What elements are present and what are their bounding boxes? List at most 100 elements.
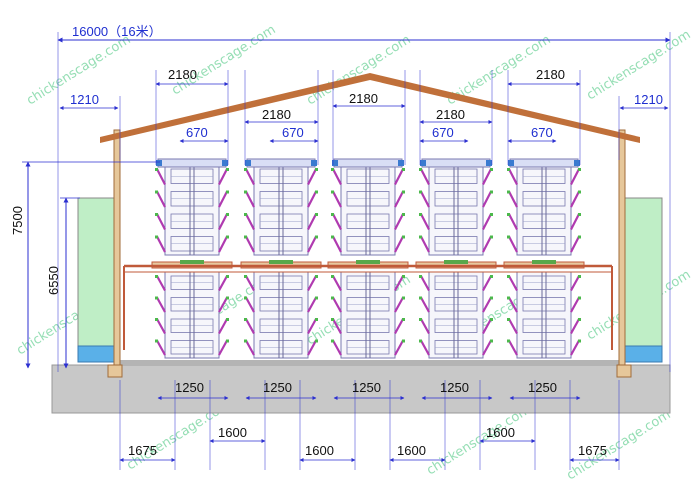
side-margin-label: 1210 [634, 92, 663, 107]
total-height-label: 7500 [10, 206, 25, 235]
feed-cart-motor [486, 160, 492, 166]
feeder-tip [507, 339, 510, 343]
egg-trough [245, 168, 255, 186]
cage-width-label: 1250 [352, 380, 381, 395]
egg-trough [394, 213, 404, 231]
egg-trough [420, 318, 430, 335]
feeder-tip [315, 235, 318, 239]
cage-stack [340, 271, 396, 359]
feeder-tip [490, 275, 493, 278]
egg-trough [332, 235, 342, 253]
egg-trough [307, 339, 317, 356]
feeder-tip [402, 168, 405, 171]
egg-trough [420, 213, 430, 231]
bottom-label: 1675 [128, 443, 157, 458]
egg-trough [307, 190, 317, 208]
feeder-tip [402, 235, 405, 239]
overall-width-label: 16000（16米） [72, 24, 162, 39]
egg-trough [508, 168, 518, 186]
feeder-tip [490, 168, 493, 171]
feeder-tip [402, 190, 405, 194]
egg-trough [218, 318, 228, 335]
egg-trough [332, 213, 342, 231]
cooling-pad-left [77, 197, 117, 349]
egg-trough [218, 275, 228, 292]
feeder-tip [419, 339, 422, 343]
egg-trough [394, 318, 404, 335]
egg-trough [482, 190, 492, 208]
feeder-tip [155, 168, 158, 171]
egg-trough [508, 213, 518, 231]
egg-trough [245, 275, 255, 292]
egg-trough [482, 213, 492, 231]
egg-trough [570, 235, 580, 253]
small-gap-label: 670 [531, 125, 553, 140]
egg-trough [156, 168, 166, 186]
cage-group [151, 158, 233, 359]
feed-cart-motor [420, 160, 426, 166]
egg-trough [245, 339, 255, 356]
egg-trough [482, 339, 492, 356]
feeder-tip [244, 339, 247, 343]
feeder-tip [490, 190, 493, 194]
egg-trough [245, 190, 255, 208]
egg-trough [218, 296, 228, 313]
egg-trough [332, 168, 342, 186]
feeder-tip [490, 235, 493, 239]
egg-trough [156, 318, 166, 335]
feeder-tip [507, 190, 510, 194]
feeder-tip [315, 318, 318, 321]
egg-trough [570, 190, 580, 208]
egg-trough [570, 296, 580, 313]
feed-cart-motor [245, 160, 251, 166]
feeder-tip [331, 296, 334, 300]
cage-width-label: 1250 [440, 380, 469, 395]
egg-trough [332, 296, 342, 313]
mid-hopper [269, 260, 293, 264]
feeder-tip [578, 168, 581, 171]
egg-trough [570, 168, 580, 186]
feeder-tip [419, 190, 422, 194]
feeder-tip [155, 296, 158, 300]
mid-hopper [444, 260, 468, 264]
cage-stack [428, 271, 484, 359]
top-spacing-label: 2180 [262, 107, 291, 122]
feeder-tip [507, 213, 510, 216]
feed-cart-motor [574, 160, 580, 166]
feeder-tip [419, 296, 422, 300]
wall-right [618, 129, 626, 371]
egg-trough [156, 213, 166, 231]
feeder-tip [402, 296, 405, 300]
egg-trough [156, 275, 166, 292]
cage-stack [428, 164, 484, 256]
egg-trough [218, 168, 228, 186]
feeder-tip [155, 190, 158, 194]
feeder-tip [402, 339, 405, 343]
wall-left [113, 129, 121, 371]
cage-width-label: 1250 [528, 380, 557, 395]
egg-trough [508, 339, 518, 356]
egg-trough [508, 296, 518, 313]
footing-left [107, 364, 123, 378]
feed-cart-motor [311, 160, 317, 166]
egg-trough [245, 213, 255, 231]
feeder-tip [402, 213, 405, 216]
egg-trough [307, 318, 317, 335]
egg-trough [482, 168, 492, 186]
top-spacing-label: 2180 [349, 91, 378, 106]
feeder-tip [578, 339, 581, 343]
cage-group [415, 158, 497, 359]
feed-cart-motor [156, 160, 162, 166]
feeder-tip [155, 275, 158, 278]
feeder-tip [507, 235, 510, 239]
egg-trough [394, 339, 404, 356]
feeder-tip [419, 235, 422, 239]
bottom-label: 1600 [305, 443, 334, 458]
cage-stack [516, 164, 572, 256]
egg-trough [218, 339, 228, 356]
cage-stack [164, 271, 220, 359]
feeder-tip [226, 235, 229, 239]
cooling-pad-right [623, 197, 663, 349]
feeder-tip [331, 275, 334, 278]
